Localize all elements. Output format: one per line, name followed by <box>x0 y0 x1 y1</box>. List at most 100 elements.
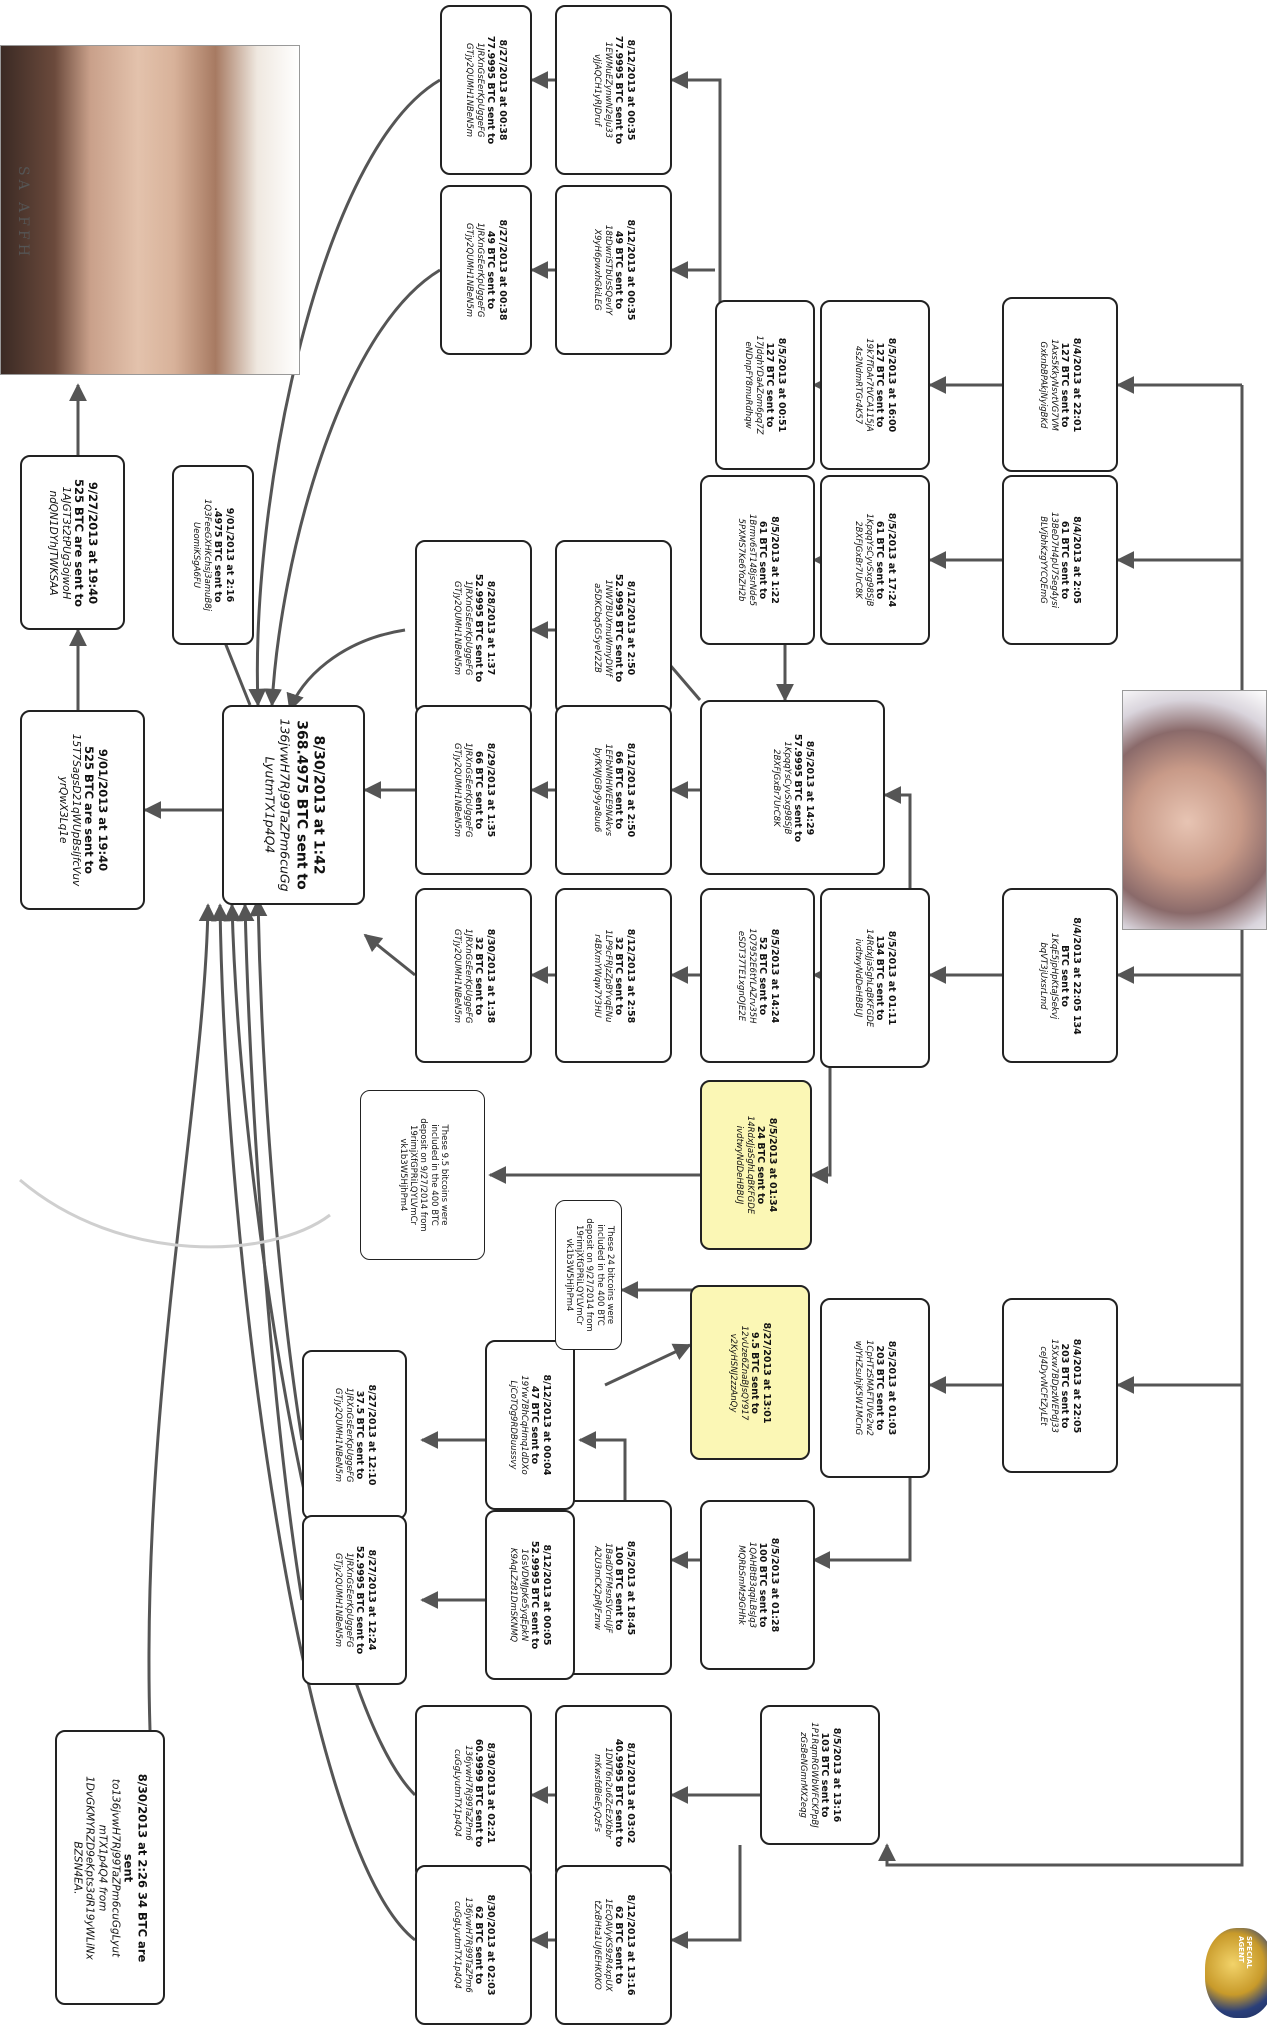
node-address: 1JRXnGsEerKpUggeFG <box>462 928 473 1023</box>
node-address: GTjy2QUMH1NBeN5m <box>464 42 475 138</box>
node-line: 127 BTC sent to <box>764 342 776 428</box>
node-n25-box <box>640 1060 641 1061</box>
node-line: 61 BTC sent to <box>1059 520 1071 600</box>
node-address: 14RdxJjaSghLqBKFGDE <box>863 928 874 1028</box>
edge-n41-n38 <box>147 903 217 1731</box>
node-address: 15Xxw7BDpzWEPdJ33 <box>1048 1338 1059 1433</box>
node-line: 57.9995 BTC sent to <box>791 733 803 842</box>
node-address: ceJ4DyvNCFtZyLEt <box>1038 1345 1049 1426</box>
node-line: 8/28/2013 at 1:37 <box>484 580 496 675</box>
node-address: 136jvwH7Rj99TaZPm6cuGg <box>276 718 292 892</box>
node-line: 8/4/2013 at 2:05 <box>1070 516 1082 604</box>
node-line: 8/12/2013 at 00:05 <box>540 1544 552 1646</box>
node-address: GTjy2QUMH1NBeN5m <box>451 580 462 675</box>
suspect-photo-2 <box>1122 690 1267 930</box>
node-line: 8/12/2013 at 2:50 <box>624 742 636 838</box>
node-line: 49 BTC sent to <box>485 230 497 310</box>
node-line: 66 BTC sent to <box>472 750 484 830</box>
node-address: 1DNT6n2u6ZcEzXbbr <box>602 1747 613 1838</box>
node-line: 52 BTC sent to <box>756 936 768 1015</box>
node-line: 8/5/2013 at 16:00 <box>885 337 897 433</box>
node-address: v2KyHSNJ2zzAnQy <box>728 1333 739 1412</box>
node-line: 52.9995 BTC sent to <box>353 1545 365 1655</box>
node-line: 8/12/2013 at 00:35 <box>624 219 636 321</box>
node-address: r4BXmYWqw7Y3HU <box>591 933 602 1018</box>
node-line: 8/30/2013 at 02:21 <box>484 1741 496 1844</box>
node-address: GTjy2QUMH1NBeN5m <box>451 928 462 1023</box>
node-line: 62 BTC sent to <box>612 1905 624 1985</box>
node-line: 134 BTC sent to <box>874 935 886 1021</box>
node-address: 1EFbNMHWEE9NAkvs <box>602 743 613 837</box>
node-line: deposit on 9/27/2014 from <box>417 1118 428 1232</box>
faint-arc <box>19 1178 331 1249</box>
node-address: 1Q3FeeGXHKchsj3amuB8j <box>201 499 212 611</box>
node-line: 8/12/2013 at 00:04 <box>540 1374 552 1476</box>
node-address: 1JRXnGsEerKpUggeFG <box>474 222 485 318</box>
node-line: 52.9995 BTC sent to <box>612 573 624 682</box>
node-line: 8/12/2013 at 00:35 <box>624 39 636 141</box>
node-address: LjCoTQg9RDBuussvy <box>508 1380 519 1470</box>
node-address: 1KpqqYsCyvSxg98SjB <box>781 740 792 835</box>
node-line: 8/29/2013 at 1:35 <box>484 742 496 838</box>
node-address: 1EWMuEZynwN2eJu33 <box>602 41 613 139</box>
node-address: BLVjbhKzgYYCQEmG <box>1038 516 1049 604</box>
node-line: 203 BTC sent to <box>874 1345 886 1431</box>
node-line: These 24 bitcoins were <box>604 1225 615 1325</box>
node-address: 1AJGT3t2tPUg3ojwoH <box>59 486 72 599</box>
node-line: 8/5/2013 at 1:22 <box>768 516 780 604</box>
node-address: 1KpqqYsCyvSxg98SjB <box>863 513 874 607</box>
node-line: 8/30/2013 at 1:42 <box>309 735 326 875</box>
node-address: 17JdqhYDaAZom6pq7Z <box>753 335 764 435</box>
node-address: 18tDwriSTbUsSQevIY <box>602 224 613 316</box>
node-line: 19rimjXfGPRiLQYLVmCr <box>407 1124 418 1226</box>
edge-n9-n20 <box>670 71 722 340</box>
node-address: 1JRXnGsEerKpUggeFG <box>474 42 485 138</box>
node-line: 60.9999 BTC sent to <box>472 1738 484 1847</box>
node-address: zGsBeNGmrMX2eqg <box>798 1732 809 1818</box>
node-line: 9/01/2013 at 2:16 <box>223 507 235 603</box>
node-address: 1BadDYFMsnSVcnUjF <box>602 1542 613 1633</box>
node-line: vk1b3W5HjhPm4 <box>562 1238 573 1312</box>
node-line: These 9.5 bitcoins were <box>438 1124 449 1226</box>
node-line: 368.4975 BTC sent to <box>292 720 309 890</box>
node-address: 19k7fToAr7tVCA115jA <box>863 338 874 432</box>
node-line: 8/4/2013 at 22:05 <box>1070 1338 1082 1433</box>
node-line: 32 BTC sent to <box>472 936 484 1015</box>
node-address: BZSN4EA. <box>71 1841 84 1894</box>
node-address: MQRbSmMz9GHhk <box>735 1545 746 1625</box>
node-line: vk1b3W5HjhPm4 <box>396 1138 407 1212</box>
node-line: 77.9995 BTC sent to <box>612 35 624 145</box>
